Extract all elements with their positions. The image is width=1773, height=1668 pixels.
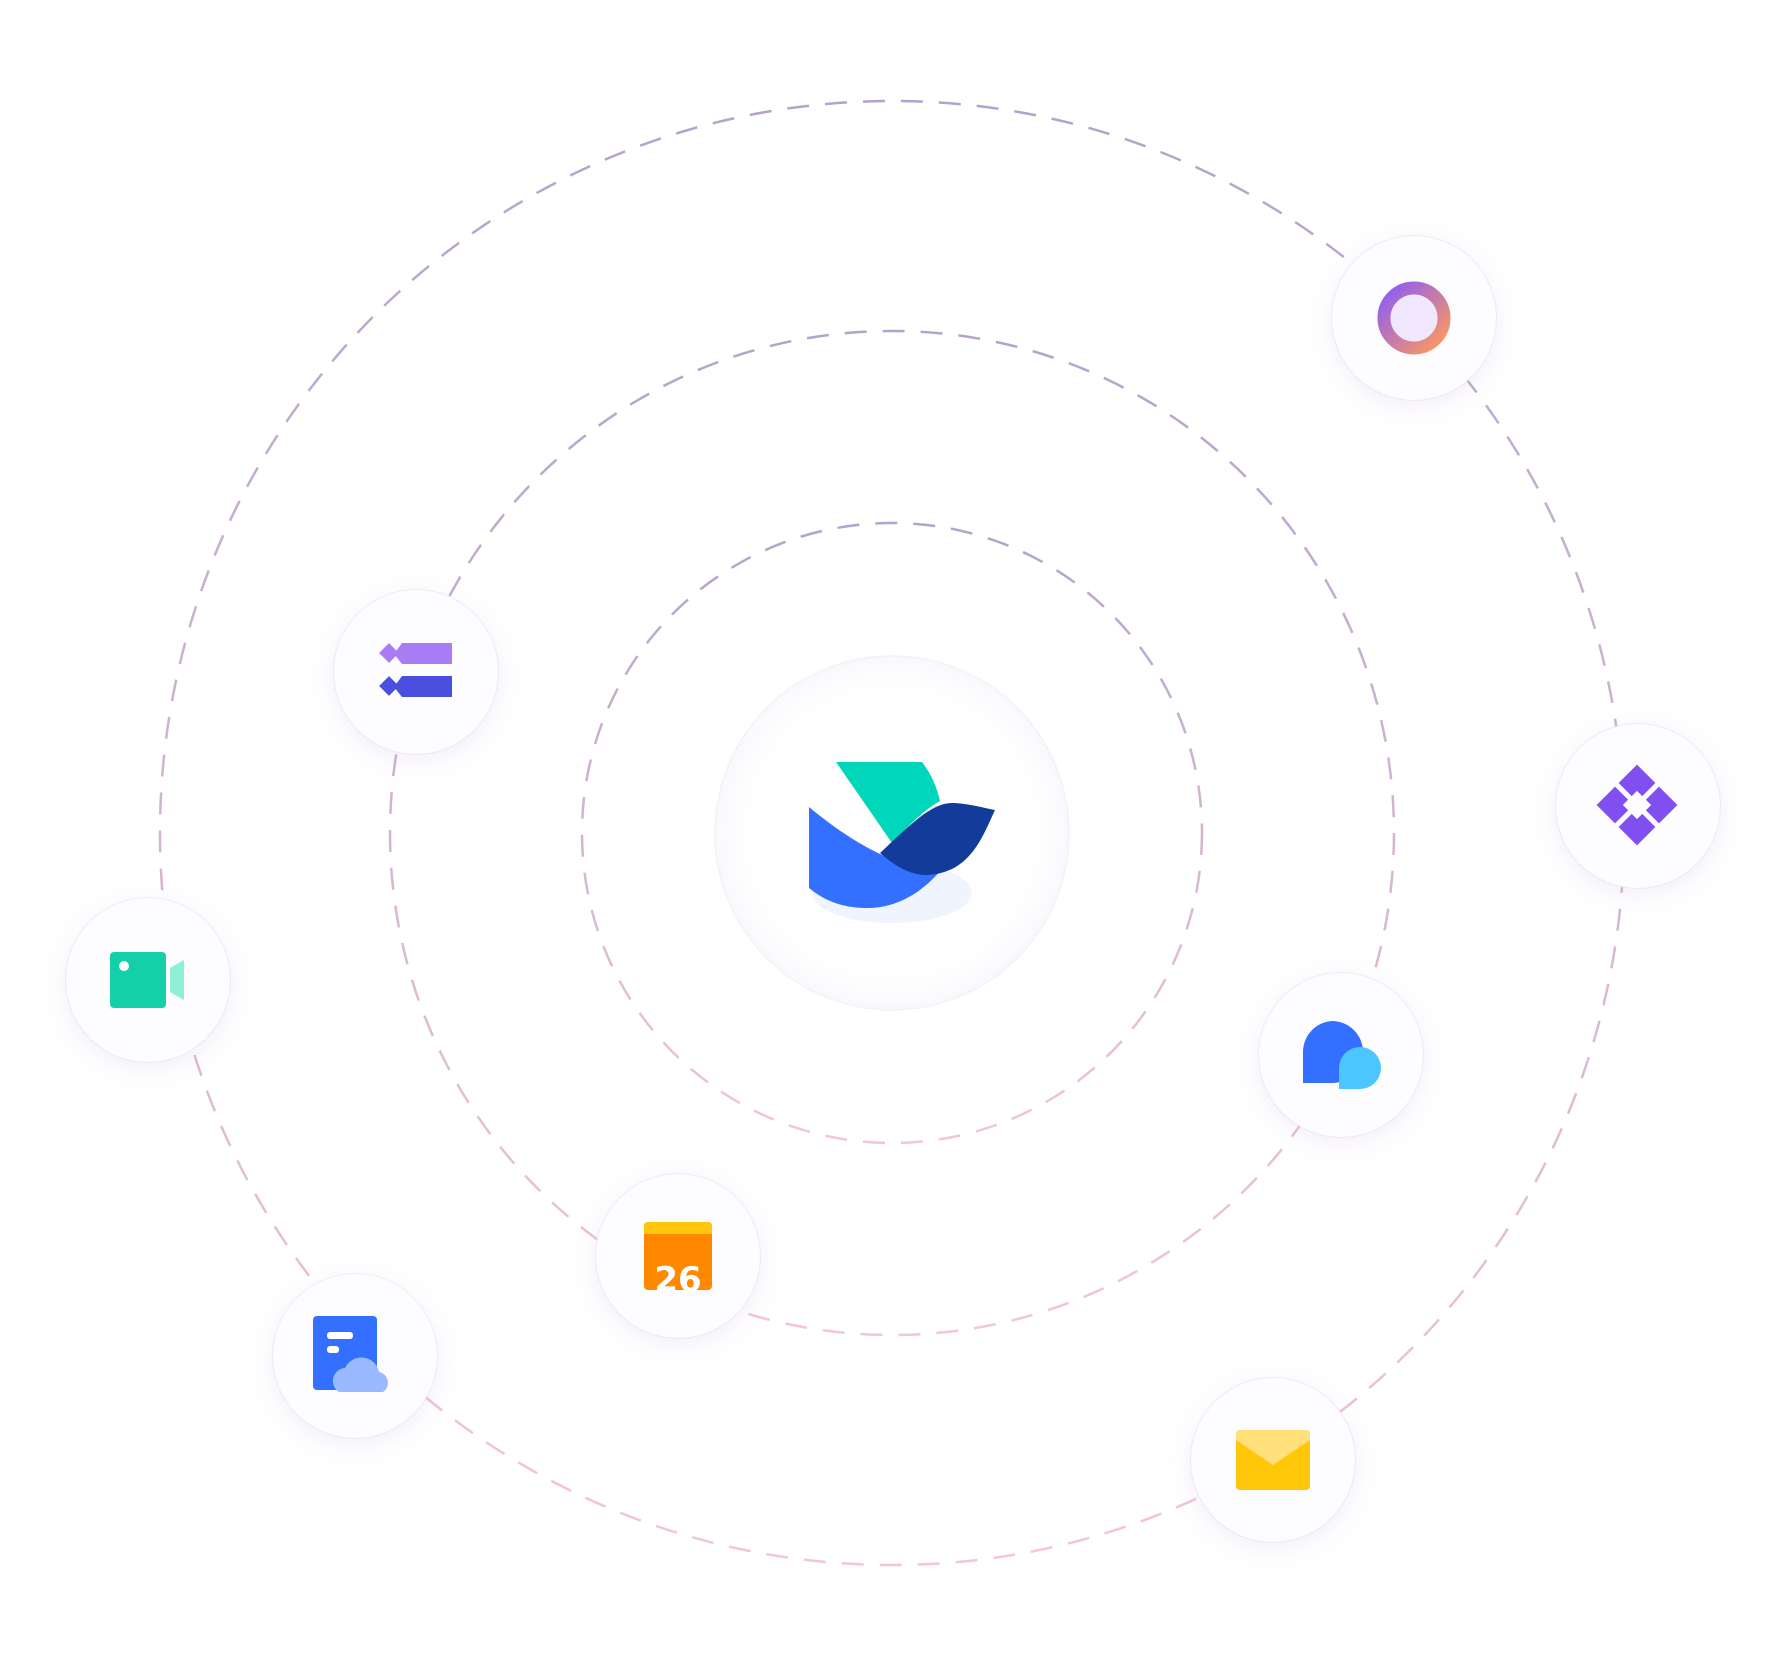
app-video[interactable]	[66, 898, 230, 1062]
cloud-doc-icon	[313, 1316, 388, 1392]
diamond-grid-icon	[1596, 764, 1678, 846]
app-messenger[interactable]	[1259, 973, 1423, 1137]
video-camera-icon	[110, 952, 184, 1008]
calendar-icon	[644, 1222, 712, 1290]
loop-ring-icon	[1377, 281, 1451, 355]
calendar-day: 26	[654, 1260, 702, 1300]
app-tasks[interactable]	[334, 590, 498, 754]
orbit-middle	[388, 329, 1396, 1337]
orbit-inner	[580, 521, 1204, 1145]
app-mail[interactable]	[1191, 1378, 1355, 1542]
app-calendar[interactable]: 26	[596, 1174, 760, 1338]
app-base[interactable]	[1556, 724, 1720, 888]
task-list-icon	[379, 643, 452, 697]
chat-bubbles-icon	[1302, 1021, 1382, 1089]
app-docs[interactable]	[273, 1274, 437, 1438]
app-loop[interactable]	[1332, 236, 1496, 400]
mail-icon	[1236, 1430, 1310, 1490]
bird-logo-icon	[809, 762, 995, 923]
